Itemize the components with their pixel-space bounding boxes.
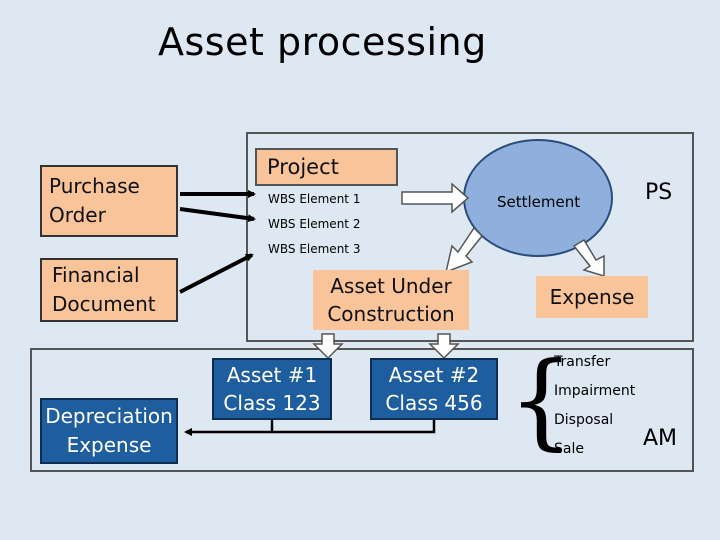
- transaction-impairment: Impairment: [554, 383, 636, 399]
- asset-under-construction-box: Asset Under Construction: [313, 270, 469, 330]
- auc-to-asset2-arrow: [428, 333, 460, 360]
- ps-module-frame: [246, 132, 694, 342]
- transaction-disposal: Disposal: [554, 412, 614, 428]
- am-module-label: AM: [643, 426, 678, 451]
- po-to-wbs2-arrow: [179, 207, 256, 223]
- transaction-transfer: Transfer: [554, 354, 611, 370]
- wbs-to-settlement-arrow: [401, 182, 470, 214]
- wbs-element-3: WBS Element 3: [268, 242, 361, 256]
- expense-box: Expense: [536, 276, 648, 318]
- asset-2-box: Asset #2 Class 456: [370, 358, 498, 420]
- settlement-label: Settlement: [497, 193, 581, 211]
- wbs-element-2: WBS Element 2: [268, 217, 361, 231]
- fd-to-wbs3-arrow: [179, 253, 254, 294]
- page-title: Asset processing: [158, 20, 487, 64]
- transaction-sale: Sale: [554, 441, 584, 457]
- settlement-to-auc-arrow: [444, 226, 484, 274]
- financial-document-box: Financial Document: [40, 258, 178, 322]
- project-box: Project: [255, 148, 398, 186]
- asset-1-box: Asset #1 Class 123: [212, 358, 332, 420]
- transactions-brace: {: [508, 339, 575, 461]
- auc-to-asset1-arrow: [312, 333, 344, 360]
- settlement-to-expense-arrow: [572, 238, 605, 278]
- depreciation-expense-box: Depreciation Expense: [40, 398, 178, 464]
- wbs-element-1: WBS Element 1: [268, 192, 361, 206]
- ps-module-label: PS: [645, 180, 673, 205]
- am-module-frame: [30, 348, 694, 472]
- assets-to-depreciation-line: [184, 420, 436, 436]
- purchase-order-box: Purchase Order: [40, 165, 178, 237]
